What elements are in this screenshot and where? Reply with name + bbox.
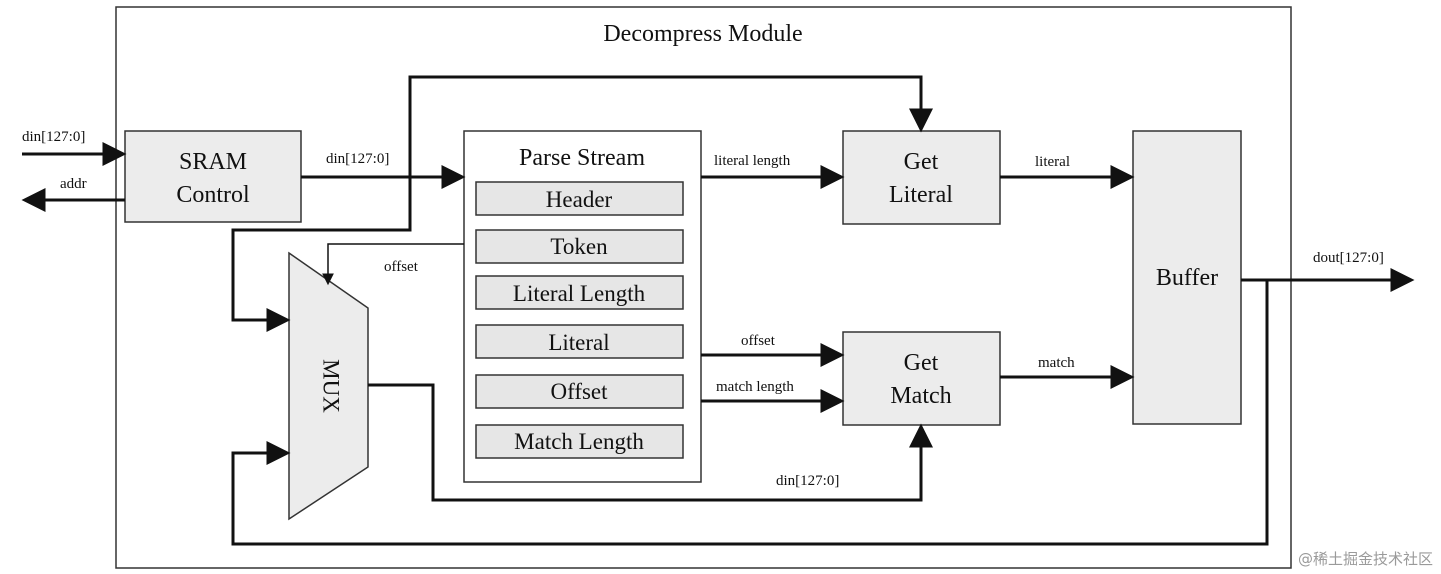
field-header-box xyxy=(475,181,684,216)
signal-din-to-parse: din[127:0] xyxy=(326,151,389,167)
field-literal-length: Literal Length xyxy=(513,281,646,306)
field-literal: Literal xyxy=(548,330,609,355)
signal-match: match xyxy=(1038,355,1075,371)
mux-to-get-match-wire xyxy=(368,383,933,502)
sram-control-label-2: Control xyxy=(176,182,250,208)
field-token: Token xyxy=(550,234,608,259)
get-literal-label-2: Literal xyxy=(889,182,953,208)
signal-offset-to-match: offset xyxy=(741,333,776,349)
signal-match-length: match length xyxy=(716,379,794,395)
signal-literal: literal xyxy=(1035,154,1070,170)
buffer-feedback-wire xyxy=(231,280,1269,546)
din-to-mux-wire xyxy=(231,177,412,332)
buffer-label: Buffer xyxy=(1156,265,1218,291)
module-title: Decompress Module xyxy=(603,21,802,47)
signal-dout: dout[127:0] xyxy=(1313,250,1384,266)
get-match-label-1: Get xyxy=(904,350,939,376)
field-header: Header xyxy=(546,187,613,212)
module-frame xyxy=(115,6,1292,569)
get-literal-label-1: Get xyxy=(904,149,939,175)
get-match-block xyxy=(842,331,1001,426)
field-literal-length-box xyxy=(475,275,684,310)
signal-din-in: din[127:0] xyxy=(22,129,85,145)
sram-control-label-1: SRAM xyxy=(179,149,247,175)
field-match-length: Match Length xyxy=(514,429,644,454)
field-token-box xyxy=(475,229,684,264)
get-literal-block xyxy=(842,130,1001,225)
signal-addr: addr xyxy=(60,176,87,192)
watermark: @稀土掘金技术社区 xyxy=(1298,550,1433,568)
get-match-label-2: Match xyxy=(890,383,951,409)
field-literal-box xyxy=(475,324,684,359)
signal-din-to-match: din[127:0] xyxy=(776,473,839,489)
signal-offset-to-mux: offset xyxy=(384,259,419,275)
field-offset: Offset xyxy=(550,379,608,404)
mux-label: MUX xyxy=(319,359,344,413)
field-match-length-box xyxy=(475,424,684,459)
field-offset-box xyxy=(475,374,684,409)
sram-control-block xyxy=(124,130,302,223)
parse-fields: Header Token Literal Length Literal Offs… xyxy=(475,181,684,459)
offset-to-mux-wire xyxy=(322,243,464,286)
buffer-block xyxy=(1132,130,1242,425)
signal-literal-length: literal length xyxy=(714,153,791,169)
din-to-get-literal-wire xyxy=(408,75,933,177)
mux-block xyxy=(288,251,369,521)
parse-stream-title: Parse Stream xyxy=(519,145,645,171)
